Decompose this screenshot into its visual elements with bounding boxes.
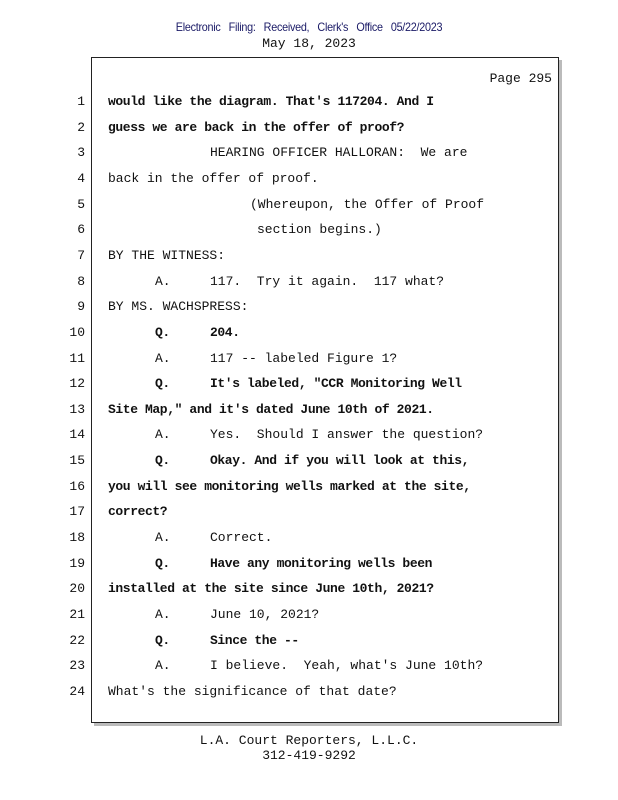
line-number: 12 — [69, 376, 85, 392]
line-number: 10 — [69, 324, 85, 340]
transcript-line: 6 section begins.) — [0, 222, 618, 242]
line-text: back in the offer of proof. — [108, 170, 319, 186]
transcript-line: 8 A. 117. Try it again. 117 what? — [0, 274, 618, 294]
speaker-label: Q. — [155, 632, 170, 648]
speaker-label: Q. — [155, 555, 170, 571]
line-number: 14 — [69, 427, 85, 443]
line-text: Yes. Should I answer the question? — [210, 427, 484, 443]
line-number: 7 — [77, 247, 85, 263]
speaker-label: Q. — [155, 324, 170, 340]
line-number: 16 — [69, 478, 85, 494]
line-number: 3 — [77, 145, 85, 161]
transcript-line: 7 BY THE WITNESS: — [0, 248, 618, 268]
speaker-label: A. — [155, 273, 171, 289]
speaker-label: A. — [155, 607, 171, 622]
transcript-line: 22 Q. Since the -- — [0, 633, 618, 653]
line-text: (Whereupon, the Offer of Proof — [250, 196, 485, 212]
line-number: 2 — [77, 119, 85, 135]
line-number: 4 — [77, 170, 85, 186]
line-text: BY MS. WACHSPRESS: — [108, 299, 249, 315]
line-text: HEARING OFFICER HALLORAN: We are — [210, 145, 468, 161]
line-number: 21 — [69, 607, 85, 622]
transcript-line: 17 correct? — [0, 504, 618, 524]
transcript-line: 11 A. 117 -- labeled Figure 1? — [0, 351, 618, 371]
speaker-label: A. — [155, 350, 171, 366]
line-text: would like the diagram. That's 117204. A… — [108, 94, 434, 109]
line-text: installed at the site since June 10th, 2… — [108, 581, 434, 597]
line-text: I believe. Yeah, what's June 10th? — [210, 658, 484, 674]
transcript-date: May 18, 2023 — [262, 36, 356, 51]
transcript-line: 18 A. Correct. — [0, 530, 618, 550]
line-number: 6 — [77, 222, 85, 238]
transcript-line: 20 installed at the site since June 10th,… — [0, 581, 618, 601]
line-number: 19 — [69, 555, 85, 571]
transcript-line: 12 Q. It's labeled, "CCR Monitoring Well — [0, 376, 618, 396]
line-text: It's labeled, "CCR Monitoring Well — [210, 376, 462, 392]
transcript-line: 9 BY MS. WACHSPRESS: — [0, 299, 618, 319]
line-text: section begins.) — [257, 222, 382, 238]
line-text: correct? — [108, 504, 168, 520]
line-number: 5 — [77, 196, 85, 212]
line-number: 22 — [69, 632, 85, 648]
line-number: 1 — [77, 94, 85, 109]
line-text: BY THE WITNESS: — [108, 247, 226, 263]
line-text: Okay. And if you will look at this, — [210, 453, 470, 469]
line-number: 20 — [69, 581, 85, 597]
line-number: 18 — [69, 530, 85, 546]
line-number: 15 — [69, 453, 85, 469]
speaker-label: Q. — [155, 376, 170, 392]
line-number: 8 — [77, 273, 85, 289]
transcript-line: 15 Q. Okay. And if you will look at this, — [0, 453, 618, 473]
transcript-line: 21 A. June 10, 2021? — [0, 607, 618, 627]
transcript-line: 3 HEARING OFFICER HALLORAN: We are — [0, 145, 618, 165]
reporter-company: L.A. Court Reporters, L.L.C. — [199, 733, 419, 748]
line-number: 23 — [69, 658, 85, 674]
line-text: you will see monitoring wells marked at … — [108, 478, 471, 494]
line-text: guess we are back in the offer of proof? — [108, 119, 405, 135]
line-number: 13 — [69, 401, 85, 417]
line-number: 24 — [69, 683, 85, 699]
line-text: What's the significance of that date? — [108, 683, 397, 699]
transcript-line: 23 A. I believe. Yeah, what's June 10th? — [0, 658, 618, 678]
transcript-line: 19 Q. Have any monitoring wells been — [0, 556, 618, 576]
line-text: Site Map," and it's dated June 10th of 2… — [108, 401, 434, 417]
page-number: Page 295 — [489, 71, 552, 86]
transcript-line: 10 Q. 204. — [0, 325, 618, 345]
transcript-line: 14 A. Yes. Should I answer the question? — [0, 427, 618, 447]
line-text: 117. Try it again. 117 what? — [210, 273, 445, 289]
speaker-label: A. — [155, 427, 171, 443]
speaker-label: A. — [155, 658, 171, 674]
line-number: 17 — [69, 504, 85, 520]
transcript-line: 2 guess we are back in the offer of proof… — [0, 120, 618, 140]
line-text: June 10, 2021? — [210, 607, 320, 622]
line-text: Since the -- — [210, 632, 299, 648]
transcript-line: 4 back in the offer of proof. — [0, 171, 618, 191]
line-number: 9 — [77, 299, 85, 315]
speaker-label: Q. — [155, 453, 170, 469]
speaker-label: A. — [155, 530, 171, 546]
transcript-line: 16 you will see monitoring wells marked a… — [0, 479, 618, 499]
transcript-line: 13 Site Map," and it's dated June 10th of… — [0, 402, 618, 422]
line-text: Correct. — [210, 530, 273, 546]
line-text: 204. — [210, 324, 240, 340]
reporter-phone: 312-419-9292 — [262, 748, 356, 763]
transcript-line: 5 (Whereupon, the Offer of Proof — [0, 197, 618, 217]
line-text: 117 -- labeled Figure 1? — [210, 350, 398, 366]
line-text: Have any monitoring wells been — [210, 555, 433, 571]
transcript-line: 1 would like the diagram. That's 117204. … — [0, 94, 618, 114]
transcript-line: 24 What's the significance of that date? — [0, 684, 618, 704]
transcript-page: Page 295 — [91, 57, 559, 723]
line-number: 11 — [69, 350, 85, 366]
filing-stamp: Electronic Filing: Received, Clerk's Off… — [175, 20, 443, 34]
